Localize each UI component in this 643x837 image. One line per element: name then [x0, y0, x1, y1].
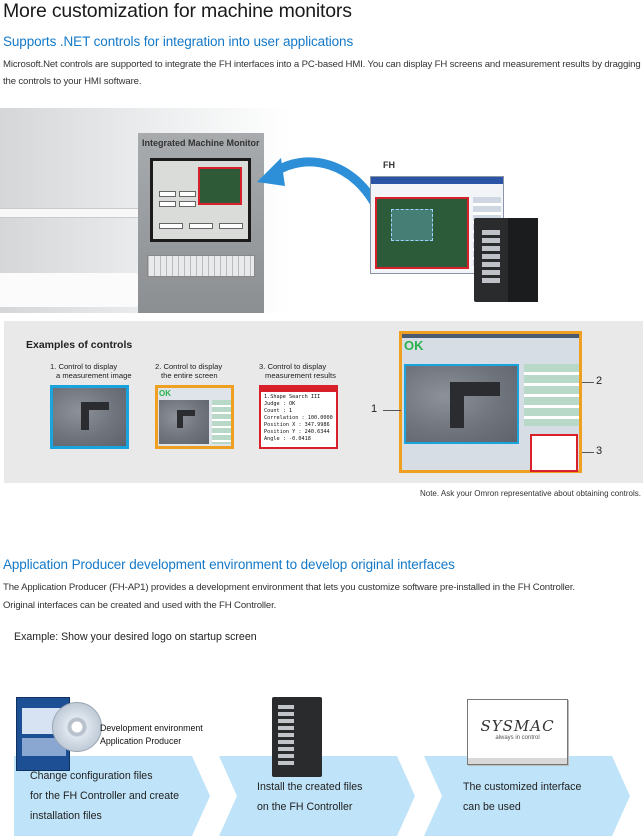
process-arrows: [14, 756, 630, 836]
screen-image: [159, 400, 209, 444]
entire-screen-control: OK: [155, 385, 234, 449]
workpiece-shape: [450, 382, 464, 428]
sysmac-logo: SYSMAC: [480, 717, 555, 735]
result-line: Position Y : 240.6344: [264, 429, 330, 435]
hmi-button: [159, 191, 176, 197]
integration-illustration: Integrated Machine Monitor FH: [0, 98, 643, 313]
result-line: Correlation : 100.0000: [264, 415, 333, 421]
callout-1-line: [383, 410, 401, 411]
callout-3-line: [582, 452, 594, 453]
integrated-monitor-label: Integrated Machine Monitor: [142, 138, 260, 148]
fh-measurement-image: [375, 197, 469, 269]
step-3-line: can be used: [463, 801, 521, 813]
step-2-line: Install the created files: [257, 781, 363, 793]
dev-label-line1: Development environment: [100, 723, 203, 733]
screen-menu-bar: [402, 334, 579, 338]
background-shape: [0, 273, 150, 307]
result-line: Angle : -0.0418: [264, 436, 311, 442]
large-measurement-image: [404, 364, 519, 444]
examples-title: Examples of controls: [26, 339, 133, 351]
workpiece-shape: [177, 410, 183, 428]
hmi-button: [179, 201, 196, 207]
section1-body: Microsoft.Net controls are supported to …: [3, 59, 641, 87]
hmi-button: [189, 223, 213, 229]
example-1-line1: Control to display: [58, 362, 118, 371]
result-line: Judge : OK: [264, 401, 296, 407]
results-header-bar: [261, 387, 336, 392]
drag-arrow-icon: [257, 157, 384, 216]
example-2-line2: the entire screen: [161, 371, 218, 380]
example-1-number: 1.: [50, 362, 57, 371]
fh-controller-hardware: [474, 218, 538, 302]
availability-note: Note. Ask your Omron representative abou…: [419, 489, 641, 498]
example-3-line2: measurement results: [265, 371, 336, 380]
measurement-results-control: 1.Shape Search III Judge : OK Count : 1 …: [259, 385, 338, 449]
example-2-number: 2.: [155, 362, 162, 371]
result-line: Position X : 347.9986: [264, 422, 330, 428]
hmi-button: [219, 223, 243, 229]
ok-indicator-large: OK: [404, 338, 424, 353]
step-1-text: Change configuration files for the FH Co…: [30, 766, 179, 826]
large-results-panel: [530, 434, 578, 472]
example-1-label: 1. Control to display a measurement imag…: [50, 362, 132, 380]
callout-2-line: [582, 382, 594, 383]
step-1-arrow: [14, 756, 210, 836]
kiosk-hmi-screen: [153, 161, 248, 239]
callout-2: 2: [596, 375, 603, 387]
section2-body-line1: The Application Producer (FH-AP1) provid…: [3, 582, 575, 593]
example-3-line1: Control to display: [267, 362, 327, 371]
software-cd-icon: [52, 702, 102, 752]
background-shelf: [0, 208, 175, 218]
example-1-line2: a measurement image: [56, 371, 132, 380]
section2-heading: Application Producer development environ…: [3, 557, 455, 572]
step-1-line: installation files: [30, 810, 102, 822]
hmi-button: [159, 223, 183, 229]
embedded-fh-image: [198, 167, 242, 205]
step-1-line: for the FH Controller and create: [30, 790, 179, 802]
step-3-text: The customized interface can be used: [463, 777, 581, 817]
startup-screen-preview: SYSMAC always in control: [467, 699, 568, 765]
step-1-line: Change configuration files: [30, 770, 153, 782]
fh-label: FH: [383, 160, 395, 170]
page-title: More customization for machine monitors: [3, 0, 352, 22]
hmi-button: [179, 191, 196, 197]
example-label: Example: Show your desired logo on start…: [14, 631, 257, 643]
dev-environment-label: Development environment Application Prod…: [100, 722, 203, 748]
fh-controller-image: [272, 697, 322, 777]
screen-side-panel: [212, 400, 231, 444]
examples-panel: Examples of controls 1. Control to displ…: [4, 321, 643, 483]
result-line: Count : 1: [264, 408, 293, 414]
fh-window-titlebar: [371, 177, 503, 184]
section2-body-line2: Original interfaces can be created and u…: [3, 600, 277, 611]
hmi-button: [159, 201, 176, 207]
measurement-image-control: [50, 385, 129, 449]
kiosk-keyboard: [147, 255, 255, 277]
step-3-line: The customized interface: [463, 781, 582, 793]
example-2-label: 2. Control to display the entire screen: [155, 362, 222, 380]
dev-label-line2: Application Producer: [100, 736, 182, 746]
results-title: 1.Shape Search III: [264, 394, 321, 400]
large-side-panel: [524, 364, 579, 426]
kiosk-screen: [150, 158, 251, 242]
callout-3: 3: [596, 445, 603, 457]
example-3-label: 3. Control to display measurement result…: [259, 362, 336, 380]
step-3-arrow: [424, 756, 630, 836]
workpiece-shape: [81, 402, 109, 410]
ok-indicator: OK: [159, 389, 171, 398]
sysmac-tagline: always in control: [495, 735, 540, 741]
fh-full-screen-screenshot: OK: [399, 331, 582, 473]
section1-heading: Supports .NET controls for integration i…: [3, 34, 354, 49]
step-2-arrow: [219, 756, 415, 836]
example-2-line1: Control to display: [163, 362, 223, 371]
workpiece-shape: [177, 410, 195, 416]
example-3-number: 3.: [259, 362, 266, 371]
preview-status-bar: [468, 758, 567, 764]
step-2-text: Install the created files on the FH Cont…: [257, 777, 362, 817]
workpiece-shape: [81, 402, 89, 430]
step-2-line: on the FH Controller: [257, 801, 353, 813]
callout-1: 1: [371, 403, 378, 415]
